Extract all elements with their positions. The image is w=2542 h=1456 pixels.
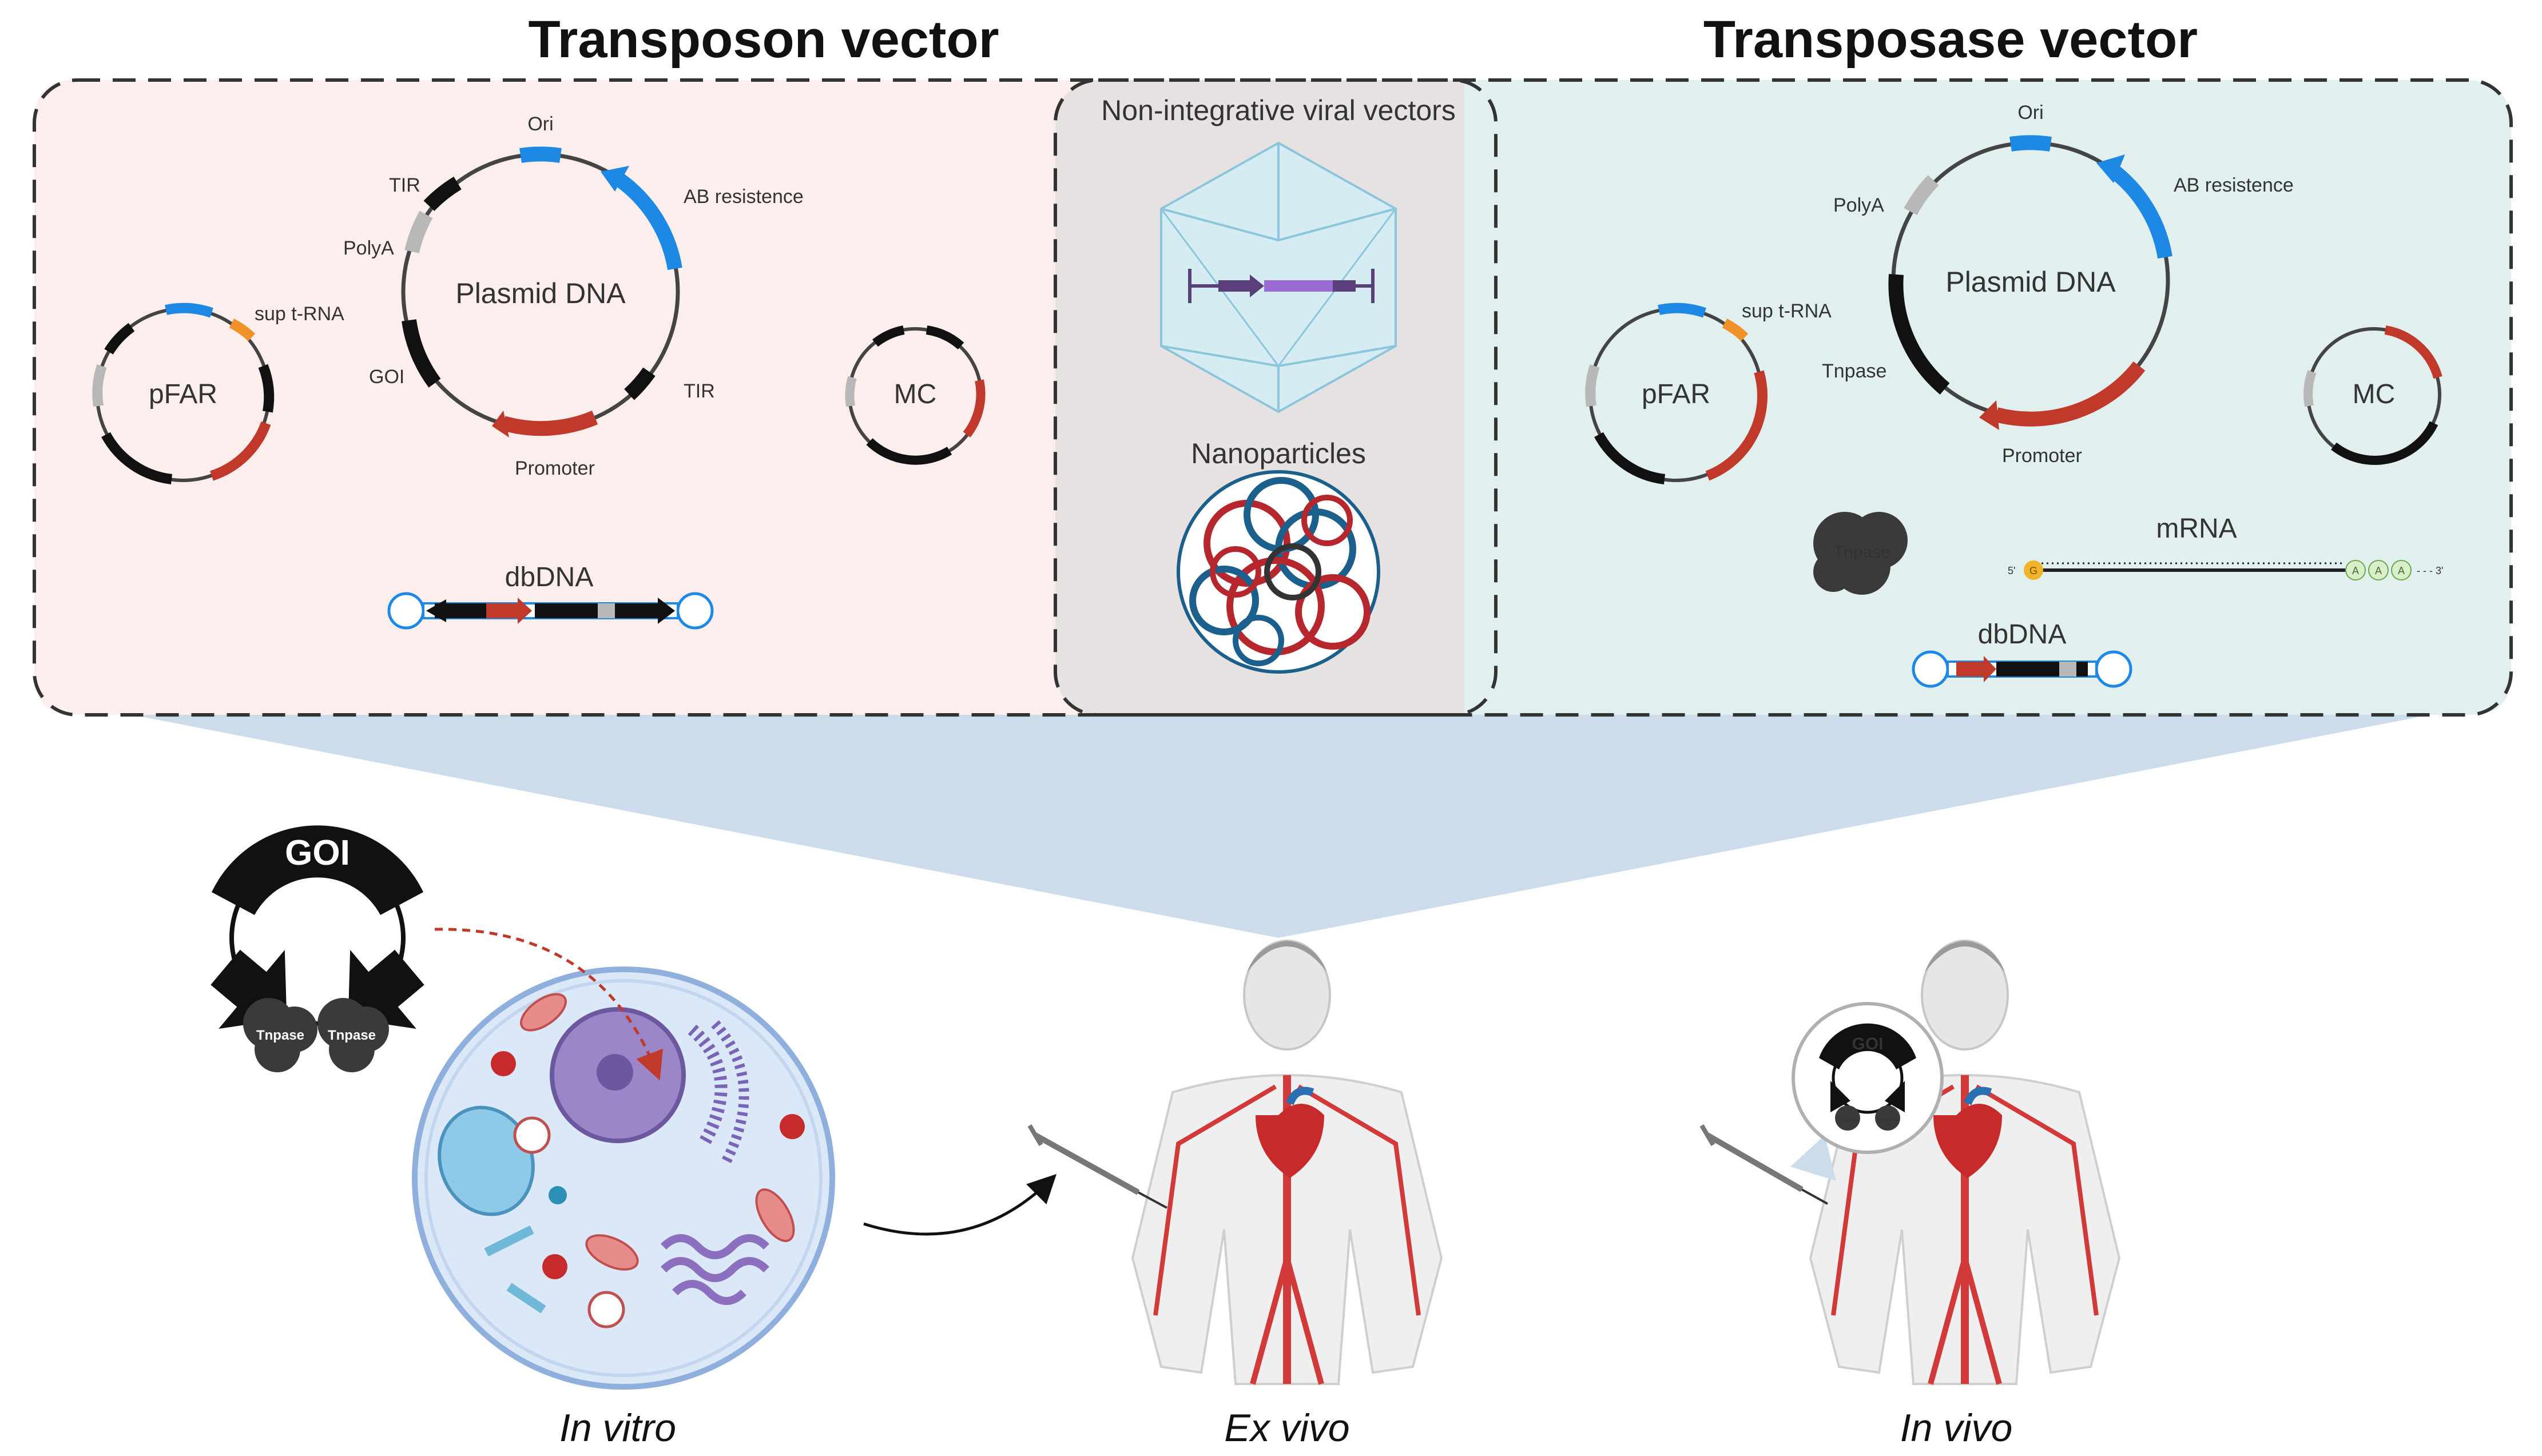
polya-label: PolyA — [343, 237, 394, 259]
human-ex-vivo — [1027, 940, 1443, 1385]
polya2-label: PolyA — [1833, 194, 1884, 216]
human-in-vivo: GOI Tnpase Tnpase — [1699, 940, 2121, 1385]
syringe-in-vivo — [1699, 1124, 1828, 1205]
plasmid-name: Plasmid DNA — [455, 277, 626, 309]
sup-trna-label: sup t-RNA — [255, 303, 344, 325]
plasmid-dna-transposon: Plasmid DNA Ori AB resistence TIR PolyA … — [343, 113, 804, 479]
nucleolus — [597, 1054, 633, 1091]
dbdna-transposase: dbDNA — [1912, 619, 2132, 688]
tnpase-small-left: Tnpase — [1836, 1115, 1859, 1123]
nanoparticle — [1177, 470, 1380, 674]
promoter-label: Promoter — [515, 458, 595, 479]
tnpase-protein-right: Tnpase — [317, 998, 389, 1072]
mrna-3prime: - - - 3' — [2417, 565, 2443, 576]
nanoparticles-label: Nanoparticles — [1191, 437, 1366, 470]
syringe-ex-vivo — [1027, 1124, 1167, 1209]
mrna-label: mRNA — [2156, 514, 2237, 544]
tir-right-label: TIR — [684, 380, 715, 402]
mc-transposase: MC — [2303, 325, 2442, 465]
tnpase-protein-label: Tnpase — [1833, 543, 1890, 562]
transposon-panel-border — [33, 78, 1498, 717]
transposase-panel — [1464, 80, 2511, 715]
ori-label: Ori — [527, 113, 553, 135]
goi-construct: GOI Tnpase Tnpase — [210, 825, 424, 1072]
pfar-name: pFAR — [149, 379, 217, 409]
tnpase-gene-label: Tnpase — [1822, 360, 1886, 382]
ab2-label: AB resistence — [2174, 174, 2294, 196]
title-transposase: Transposase vector — [1703, 10, 2198, 69]
mc-name: MC — [894, 379, 937, 409]
pfar2-name: pFAR — [1642, 379, 1710, 409]
goi-label: GOI — [369, 366, 404, 388]
transposase-panel-border — [1054, 78, 2513, 717]
cell-to-patient-arrow — [863, 1173, 1057, 1236]
ori2-label: Ori — [2017, 102, 2043, 124]
tir-top-label: TIR — [389, 174, 420, 196]
mrna-cap: G — [2029, 565, 2037, 576]
ab-arrow-head — [601, 166, 629, 192]
mrna-a1: A — [2352, 565, 2359, 576]
viral-vectors-label: Non-integrative viral vectors — [1101, 94, 1456, 126]
projection-funnel — [103, 709, 2460, 938]
cell — [412, 928, 835, 1390]
viral-capsid — [1160, 141, 1397, 413]
plasmid2-name: Plasmid DNA — [1945, 266, 2116, 298]
promoter2-label: Promoter — [2002, 445, 2082, 467]
goi-construct-zoom: GOI Tnpase Tnpase — [1792, 1002, 1944, 1154]
goi-small-label: GOI — [1852, 1035, 1883, 1053]
pfar-transposon: pFAR sup t-RNA — [92, 303, 344, 484]
goi-big-label: GOI — [285, 833, 350, 873]
mrna: mRNA 5' G A A A - - - 3' — [2008, 514, 2443, 580]
dbdna2-name: dbDNA — [1978, 619, 2067, 650]
caption-in-vitro: In vitro — [559, 1406, 676, 1450]
tnpase-small-right: Tnpase — [1876, 1115, 1899, 1123]
dbdna-transposon: dbDNA — [387, 562, 714, 630]
mrna-5prime: 5' — [2008, 565, 2015, 576]
mrna-a3: A — [2398, 565, 2405, 576]
pfar-transposase: pFAR sup t-RNA — [1585, 300, 1832, 484]
title-transposon: Transposon vector — [528, 10, 999, 69]
caption-ex-vivo: Ex vivo — [1224, 1406, 1349, 1450]
plasmid-dna-transposase: Plasmid DNA Ori AB resistence PolyA Tnpa… — [1822, 102, 2294, 467]
caption-in-vivo: In vivo — [1900, 1406, 2013, 1450]
tnpase-right-label: Tnpase — [328, 1028, 376, 1043]
dbdna-name: dbDNA — [505, 562, 594, 592]
transfection-dashed-arrow — [434, 928, 663, 1081]
tnpase-protein-left: Tnpase — [243, 998, 317, 1072]
promoter-arrow-head — [492, 411, 509, 437]
mc2-name: MC — [2353, 379, 2396, 409]
ab-label: AB resistence — [684, 186, 804, 208]
mrna-a2: A — [2375, 565, 2382, 576]
tnpase-left-label: Tnpase — [256, 1028, 304, 1043]
mc-transposon: MC — [845, 325, 986, 465]
tnpase-protein: Tnpase — [1813, 512, 1908, 595]
sup-trna2-label: sup t-RNA — [1742, 300, 1832, 322]
